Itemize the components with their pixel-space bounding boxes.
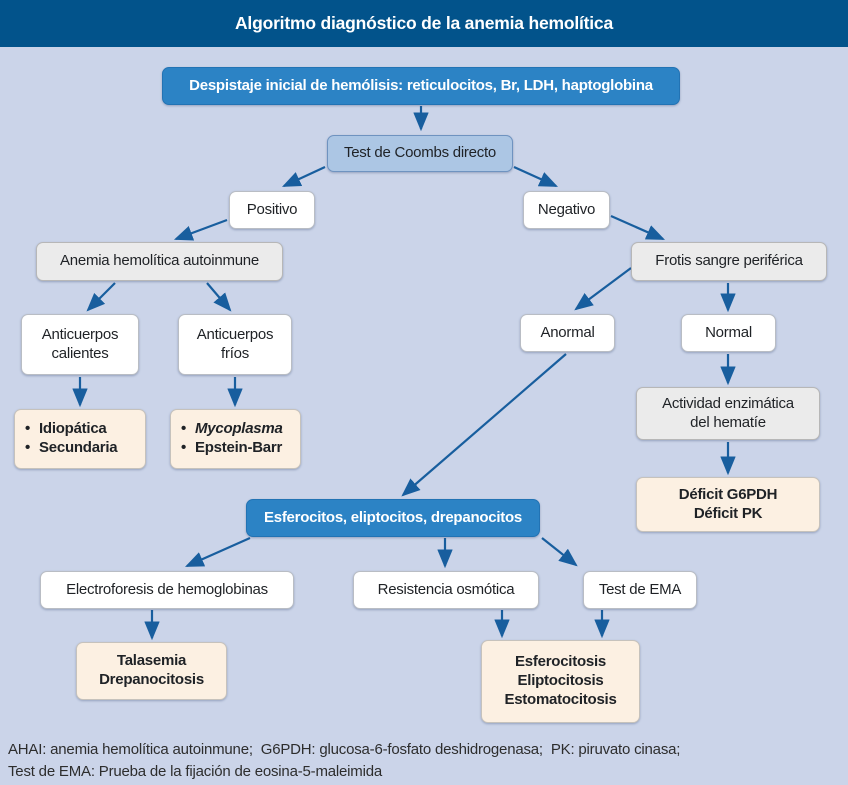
node-cold-causes: • Mycoplasma • Epstein-Barr <box>170 409 301 469</box>
arrow-coombs-negative <box>513 165 559 188</box>
node-screening-label: Despistaje inicial de hemólisis: reticul… <box>189 76 653 94</box>
node-positive-label: Positivo <box>246 200 298 218</box>
node-cold-antibodies-line2: fríos <box>221 344 249 362</box>
node-abnormal-label: Anormal <box>540 323 595 341</box>
node-morphology: Esferocitos, eliptocitos, drepanocitos <box>246 499 540 537</box>
arrow-smear-abnormal <box>574 267 632 311</box>
node-blood-smear: Frotis sangre periférica <box>631 242 827 281</box>
node-enzyme-activity: Actividad enzimática del hematíe <box>636 387 820 440</box>
node-abnormal: Anormal <box>520 314 615 352</box>
footnote-ema: Test de EMA: Prueba de la fijación de eo… <box>8 763 383 780</box>
node-cold-antibodies-line1: Anticuerpos <box>196 325 274 343</box>
arrow-morphology-ema <box>541 537 578 567</box>
node-spherocytosis-line3: Estomatocitosis <box>504 690 617 708</box>
bullet-icon: • <box>181 439 187 456</box>
node-warm-antibodies-line1: Anticuerpos <box>41 325 119 343</box>
node-ema-test: Test de EMA <box>583 571 697 609</box>
node-enzyme-deficit: Déficit G6PDH Déficit PK <box>636 477 820 532</box>
node-enzyme-activity-line2: del hematíe <box>690 413 766 431</box>
cold-cause-label: Mycoplasma <box>195 420 283 438</box>
cold-cause-item: • Epstein-Barr <box>181 439 282 458</box>
node-negative: Negativo <box>523 191 610 229</box>
bullet-icon: • <box>181 420 187 438</box>
node-enzyme-deficit-line1: Déficit G6PDH <box>678 485 778 503</box>
node-negative-label: Negativo <box>537 200 596 218</box>
warm-cause-label: Idiopática <box>39 420 107 438</box>
arrow-abnormal-morphology <box>401 353 567 497</box>
node-warm-antibodies: Anticuerpos calientes <box>21 314 139 375</box>
node-electrophoresis-label: Electroforesis de hemoglobinas <box>66 580 268 598</box>
node-normal-label: Normal <box>705 323 752 341</box>
node-enzyme-activity-line1: Actividad enzimática <box>662 394 794 412</box>
title-bar: Algoritmo diagnóstico de la anemia hemol… <box>0 0 848 47</box>
footnote-abbreviations: AHAI: anemia hemolítica autoinmune; G6PD… <box>8 741 681 758</box>
arrow-positive-ahai <box>173 218 228 241</box>
node-spherocytosis-line1: Esferocitosis <box>515 653 606 671</box>
node-cold-antibodies: Anticuerpos fríos <box>178 314 292 375</box>
node-thalassemia: Talasemia Drepanocitosis <box>76 642 227 700</box>
arrow-ahai-warm <box>86 282 116 312</box>
node-enzyme-deficit-line2: Déficit PK <box>693 504 763 522</box>
node-spherocytosis: Esferocitosis Eliptocitosis Estomatocito… <box>481 640 640 723</box>
node-screening: Despistaje inicial de hemólisis: reticul… <box>162 67 680 105</box>
node-osmotic-resistance: Resistencia osmótica <box>353 571 539 609</box>
page-title: Algoritmo diagnóstico de la anemia hemol… <box>234 13 614 33</box>
node-spherocytosis-line2: Eliptocitosis <box>517 672 604 690</box>
node-osmotic-resistance-label: Resistencia osmótica <box>377 580 515 598</box>
node-thalassemia-line2: Drepanocitosis <box>99 671 204 688</box>
node-coombs-test-label: Test de Coombs directo <box>343 144 497 162</box>
node-thalassemia-line1: Talasemia <box>116 652 187 670</box>
node-autoimmune-anemia: Anemia hemolítica autoinmune <box>36 242 283 281</box>
node-electrophoresis: Electroforesis de hemoglobinas <box>40 571 294 609</box>
node-blood-smear-label: Frotis sangre periférica <box>655 252 803 270</box>
bullet-icon: • <box>25 420 31 438</box>
node-warm-antibodies-line2: calientes <box>51 344 109 362</box>
node-positive: Positivo <box>229 191 315 229</box>
warm-cause-item: • Idiopática <box>25 420 107 439</box>
node-autoimmune-anemia-label: Anemia hemolítica autoinmune <box>60 252 259 270</box>
warm-cause-label: Secundaria <box>39 439 118 456</box>
arrow-negative-smear <box>610 214 666 241</box>
node-morphology-label: Esferocitos, eliptocitos, drepanocitos <box>263 508 523 526</box>
arrow-morphology-electrophoresis <box>184 536 251 568</box>
arrow-ahai-cold <box>206 282 232 312</box>
node-warm-causes: • Idiopática • Secundaria <box>14 409 146 469</box>
arrow-coombs-positive <box>282 166 326 187</box>
bullet-icon: • <box>25 439 31 456</box>
node-normal: Normal <box>681 314 776 352</box>
node-coombs-test: Test de Coombs directo <box>327 135 513 172</box>
node-ema-test-label: Test de EMA <box>598 580 682 598</box>
cold-cause-label: Epstein-Barr <box>195 439 283 456</box>
warm-cause-item: • Secundaria <box>25 439 118 458</box>
cold-cause-item: • Mycoplasma <box>181 420 283 439</box>
